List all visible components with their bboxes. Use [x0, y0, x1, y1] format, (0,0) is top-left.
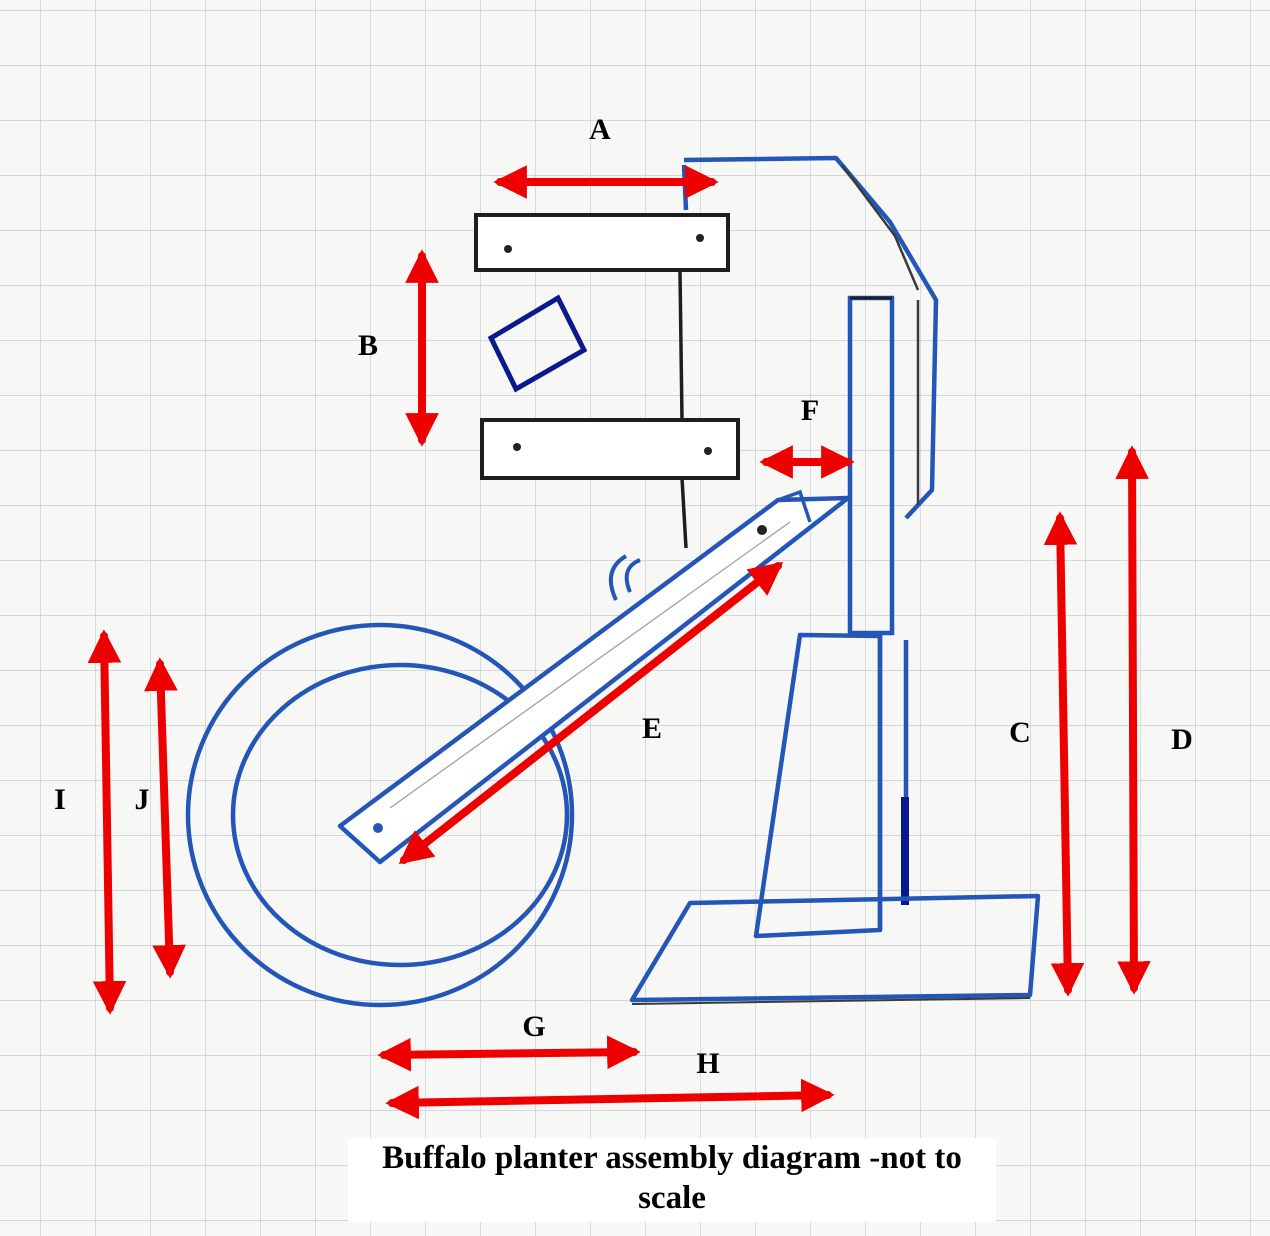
dimension-g-arrow: [377, 1035, 641, 1072]
diagram-caption: Buffalo planter assembly diagram -not to…: [348, 1138, 996, 1222]
dimension-label-d: D: [1171, 723, 1193, 756]
dimension-label-j: J: [134, 783, 150, 816]
dimension-c-arrow: [1043, 511, 1085, 997]
dimension-label-e: E: [641, 712, 663, 745]
plate-connector-post: [678, 271, 688, 549]
upper-mounting-plate: [474, 213, 730, 272]
dimension-label-g: G: [522, 1010, 546, 1043]
lower-mounting-plate: [480, 418, 740, 480]
dimension-label-i: I: [54, 783, 66, 816]
dimension-i-arrow: [87, 629, 127, 1015]
dimension-j-arrow: [144, 657, 186, 979]
dimension-label-c: C: [1009, 716, 1031, 749]
dimension-label-a: A: [589, 113, 611, 146]
dimension-e-arrow: [398, 561, 784, 865]
dimension-label-h: H: [696, 1047, 720, 1080]
dimension-d-arrow: [1115, 445, 1151, 995]
square-bracket: [487, 294, 588, 393]
base-plate: [629, 893, 1041, 1003]
dimension-h-arrow: [385, 1078, 835, 1120]
dimension-label-b: B: [357, 329, 379, 362]
dark-marker-strip: [901, 797, 909, 905]
dimension-label-f: F: [800, 394, 820, 427]
